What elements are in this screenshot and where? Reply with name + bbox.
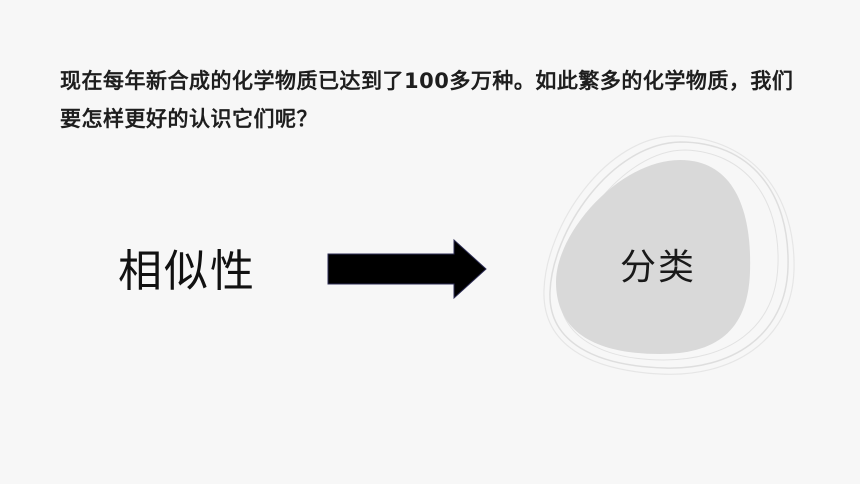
right-arrow-icon xyxy=(327,238,487,300)
intro-paragraph: 现在每年新合成的化学物质已达到了100多万种。如此繁多的化学物质，我们要怎样更好… xyxy=(60,69,794,131)
classification-blob xyxy=(543,135,795,375)
classification-label: 分类 xyxy=(620,247,697,288)
similarity-label: 相似性 xyxy=(118,246,256,297)
